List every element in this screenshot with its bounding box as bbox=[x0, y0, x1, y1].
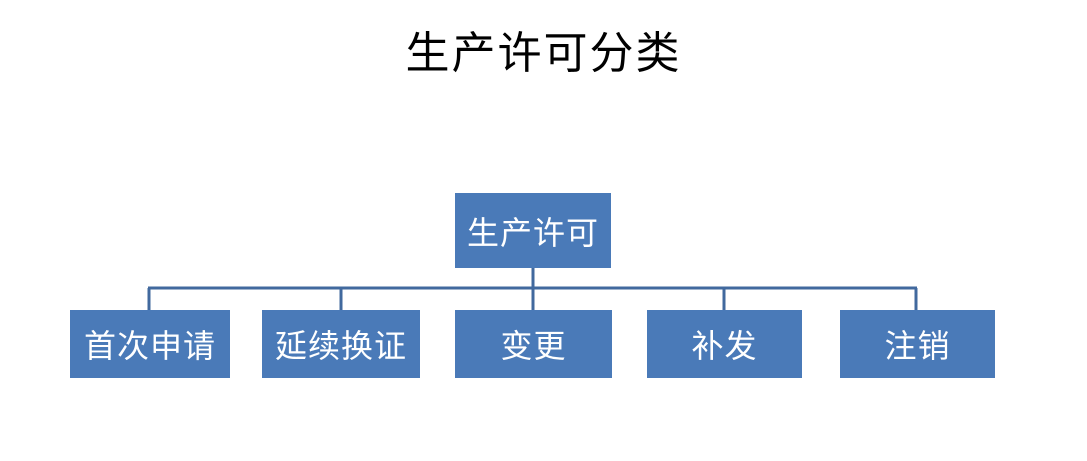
node-leaf-label: 延续换证 bbox=[274, 328, 407, 364]
node-leaf-label: 注销 bbox=[884, 328, 951, 364]
node-leaf-reissue[interactable]: 补发 bbox=[647, 310, 802, 378]
node-leaf-renewal[interactable]: 延续换证 bbox=[262, 310, 420, 378]
node-root[interactable]: 生产许可 bbox=[455, 193, 611, 268]
node-leaf-label: 首次申请 bbox=[83, 328, 216, 364]
node-leaf-label: 变更 bbox=[500, 328, 567, 364]
page-title: 生产许可分类 bbox=[405, 29, 682, 78]
node-leaf-first-application[interactable]: 首次申请 bbox=[70, 310, 230, 378]
node-leaf-change[interactable]: 变更 bbox=[455, 310, 612, 378]
node-root-label: 生产许可 bbox=[466, 214, 599, 251]
node-leaf-label: 补发 bbox=[691, 328, 758, 364]
node-leaf-cancellation[interactable]: 注销 bbox=[840, 310, 995, 378]
